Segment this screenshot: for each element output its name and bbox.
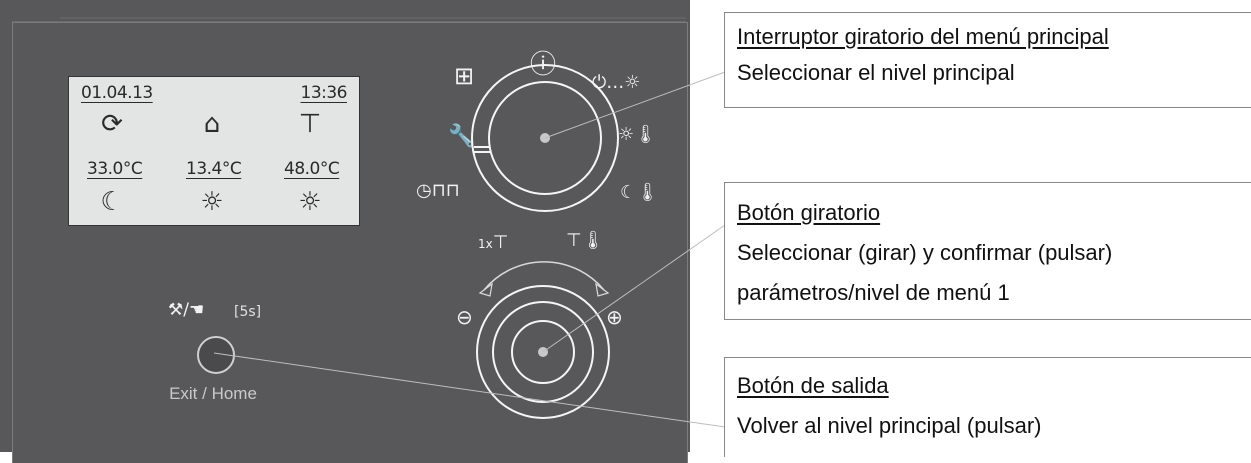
callout-main-selector: Interruptor giratorio del menú principal…: [724, 12, 1251, 108]
temp-zone-2: 13.4°C: [186, 159, 242, 179]
plus-icon: ⊕: [606, 305, 623, 329]
callout-title: Interruptor giratorio del menú principal: [737, 24, 1109, 49]
exit-button-label: Exit / Home: [169, 384, 257, 403]
sun-icon: ☼: [200, 187, 224, 217]
diagram-graphics: [12, 17, 726, 428]
standby-sun-icon: ⏻…☼: [592, 72, 641, 93]
lcd-display: 01.04.13 13:36 ⟳ ⌂ ⊤ 33.0°C 13.4°C 48.0°…: [68, 76, 360, 226]
one-time-label: 1x: [478, 237, 493, 251]
sun-icon: ☼: [298, 187, 322, 217]
minus-icon: ⊖: [456, 305, 473, 329]
house-icon: ⌂: [203, 109, 221, 139]
network-icon: ⊞: [454, 62, 475, 90]
moon-icon: ☾: [100, 187, 124, 217]
callout-description: Seleccionar el nivel principal: [737, 60, 1015, 85]
chimney-sweep-icon: ⚒/☚: [168, 300, 205, 320]
display-time: 13:36: [300, 83, 348, 103]
tap-1x-icon: 1x⊤: [478, 232, 509, 253]
heating-circuit-icon: ⟳: [101, 109, 123, 139]
menu-selector-dial[interactable]: [471, 64, 619, 212]
callout-rotary-knob: Botón giratorio Seleccionar (girar) y co…: [724, 182, 1251, 320]
callout-description: Seleccionar (girar) y confirmar (pulsar): [737, 240, 1113, 265]
controller-panel: 01.04.13 13:36 ⟳ ⌂ ⊤ 33.0°C 13.4°C 48.0°…: [0, 0, 690, 463]
moon-thermometer-icon: ☾🌡: [620, 182, 659, 203]
tap-thermometer-icon: ⊤🌡: [566, 230, 605, 251]
callout-title: Botón de salida: [737, 373, 889, 398]
hot-water-tap-icon: ⊤: [298, 109, 322, 139]
wrench-icon: 🔧: [448, 124, 476, 149]
hold-duration-label: [5s]: [234, 304, 262, 320]
rotary-knob[interactable]: [476, 285, 610, 419]
callout-exit-button: Botón de salida Volver al nivel principa…: [724, 357, 1251, 457]
callout-description: Volver al nivel principal (pulsar): [737, 413, 1042, 438]
callout-title: Botón giratorio: [737, 200, 881, 225]
display-date: 01.04.13: [81, 83, 153, 103]
temp-zone-3: 48.0°C: [284, 159, 340, 179]
clock-program-icon: ◷⊓⊓: [416, 180, 460, 201]
sun-thermometer-icon: ☼🌡: [618, 124, 657, 145]
temp-zone-1: 33.0°C: [87, 159, 143, 179]
callout-description: parámetros/nivel de menú 1: [737, 280, 1010, 305]
